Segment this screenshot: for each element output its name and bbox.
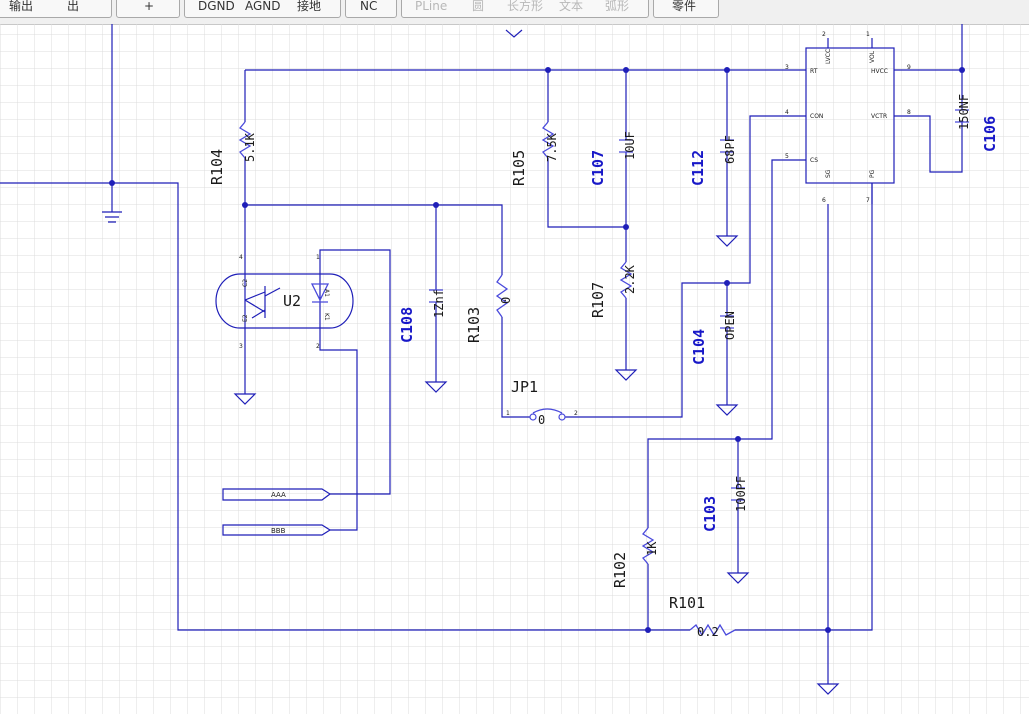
c107-ref: C107 xyxy=(589,150,607,186)
ic-pin1: 1 xyxy=(866,31,870,38)
toolbar-output-label-2: 出 xyxy=(67,0,80,13)
toolbar-nc-button[interactable]: NC xyxy=(345,0,397,18)
r104-value: 5.1K xyxy=(243,132,257,162)
ic-pin6: 6 xyxy=(822,197,826,204)
u2-c2: C2 xyxy=(242,279,249,287)
r102-ref: R102 xyxy=(611,552,629,588)
r105-ref: R105 xyxy=(510,150,528,186)
capacitor-c108[interactable]: C108 1Znf xyxy=(398,289,446,343)
toolbar-ground-label: 接地 xyxy=(297,0,322,13)
controller-ic[interactable]: 3 4 5 RT CON CS 9 8 HVCC VCTR 2 1 LVCC V… xyxy=(785,31,911,204)
ic-pin5: 5 xyxy=(785,153,789,160)
c112-ref: C112 xyxy=(689,150,707,186)
r105-value: 7.5K xyxy=(545,132,559,162)
r103-ref: R103 xyxy=(465,307,483,343)
ic-pg: PG xyxy=(869,169,876,178)
toolbar-nc-label: NC xyxy=(360,0,378,13)
ic-pin2: 2 xyxy=(822,31,826,38)
toolbar-rectangle-label: 长方形 xyxy=(507,0,544,13)
r102-value: 1K xyxy=(645,541,659,556)
c107-value: 10UF xyxy=(623,131,637,160)
grid-background xyxy=(0,24,1029,714)
u2-a1: A1 xyxy=(323,289,330,297)
resistor-r105[interactable]: R105 7.5K xyxy=(510,121,559,186)
u2-e2: E2 xyxy=(242,314,249,322)
capacitor-c104[interactable]: C104 OPEN xyxy=(690,311,737,365)
c106-value: 150NF xyxy=(957,94,971,130)
c103-ref: C103 xyxy=(701,496,719,532)
c103-value: 100PF xyxy=(734,476,748,512)
capacitor-c103[interactable]: C103 100PF xyxy=(701,476,748,532)
c106-ref: C106 xyxy=(981,116,999,152)
u2-pin4: 4 xyxy=(239,254,243,261)
toolbar-draw-button[interactable]: PLine 圆 长方形 文本 弧形 xyxy=(401,0,649,18)
resistor-r101[interactable]: R101 0.2 xyxy=(669,594,736,639)
u2-pin1: 1 xyxy=(316,254,320,261)
jp1-ref: JP1 xyxy=(511,378,538,396)
ground-symbols xyxy=(102,211,840,695)
resistor-r104[interactable]: R104 5.1K xyxy=(208,121,257,185)
c104-ref: C104 xyxy=(690,329,708,365)
net-label-bbb[interactable]: BBB xyxy=(222,524,332,536)
c112-value: 68PF xyxy=(723,135,737,164)
r107-ref: R107 xyxy=(589,282,607,318)
toolbar-output-button[interactable]: 输出 出 xyxy=(0,0,112,18)
toolbar-plus-button[interactable]: + xyxy=(116,0,180,18)
ic-vol: VOL xyxy=(869,50,876,63)
c104-value: OPEN xyxy=(723,311,737,340)
ic-hvcc: HVCC xyxy=(871,68,888,75)
c108-value: 1Znf xyxy=(432,289,446,318)
resistor-r107[interactable]: R107 2.2K xyxy=(589,261,637,318)
jp1-pin2: 2 xyxy=(574,410,578,417)
r103-value: 0 xyxy=(499,297,513,304)
capacitor-c112[interactable]: C112 68PF xyxy=(689,135,737,186)
schematic-canvas[interactable]: R104 5.1K R105 7.5K R107 2.2K R103 0 R10… xyxy=(0,24,1029,714)
ic-con: CON xyxy=(810,113,823,120)
toolbar: 输出 出 + DGND AGND 接地 NC PLine 圆 长方形 文本 弧形… xyxy=(0,0,1029,25)
optocoupler-u2[interactable]: U2 4 3 1 2 C2 E2 A1 K1 xyxy=(215,254,354,350)
toolbar-arc-label: 弧形 xyxy=(605,0,630,13)
net-bbb-text: BBB xyxy=(271,527,286,535)
ic-lvcc: LVCC xyxy=(825,49,832,64)
ic-pin8: 8 xyxy=(907,109,911,116)
net-label-aaa[interactable]: AAA xyxy=(222,488,332,501)
ic-pin7: 7 xyxy=(866,197,870,204)
u2-k1: K1 xyxy=(323,313,330,321)
resistor-r102[interactable]: R102 1K xyxy=(611,527,659,588)
junctions xyxy=(109,67,965,633)
u2-pin2: 2 xyxy=(316,343,320,350)
r104-ref: R104 xyxy=(208,149,226,185)
resistor-r103[interactable]: R103 0 xyxy=(465,274,513,343)
r101-value: 0.2 xyxy=(697,625,719,639)
jumper-jp1[interactable]: JP1 0 1 2 xyxy=(506,378,578,427)
ic-vctr: VCTR xyxy=(871,113,887,120)
toolbar-dgnd-label: DGND xyxy=(198,0,235,13)
ic-cs: CS xyxy=(810,157,818,164)
net-aaa-text: AAA xyxy=(271,491,286,499)
capacitor-c107[interactable]: C107 10UF xyxy=(589,131,637,186)
jp1-pin1: 1 xyxy=(506,410,510,417)
toolbar-text-label: 文本 xyxy=(559,0,584,13)
u2-pin3: 3 xyxy=(239,343,243,350)
ic-pin3: 3 xyxy=(785,64,789,71)
capacitor-c106[interactable]: C106 150NF xyxy=(955,94,999,152)
c108-ref: C108 xyxy=(398,307,416,343)
ic-pin4: 4 xyxy=(785,109,789,116)
toolbar-agnd-label: AGND xyxy=(245,0,281,13)
toolbar-output-label: 输出 xyxy=(9,0,34,13)
ic-pin9: 9 xyxy=(907,64,911,71)
toolbar-ground-button[interactable]: DGND AGND 接地 xyxy=(184,0,341,18)
ic-rt: RT xyxy=(810,68,818,75)
toolbar-parts-button[interactable]: 零件 xyxy=(653,0,719,18)
jp1-value: 0 xyxy=(538,413,545,427)
toolbar-parts-label: 零件 xyxy=(672,0,697,13)
toolbar-pline-label: PLine xyxy=(415,0,448,13)
u2-ref: U2 xyxy=(283,292,301,310)
ic-sg: SG xyxy=(825,169,832,178)
toolbar-circle-label: 圆 xyxy=(472,0,485,13)
r101-ref: R101 xyxy=(669,594,705,612)
r107-value: 2.2K xyxy=(623,264,637,294)
toolbar-plus-label: + xyxy=(144,0,155,13)
